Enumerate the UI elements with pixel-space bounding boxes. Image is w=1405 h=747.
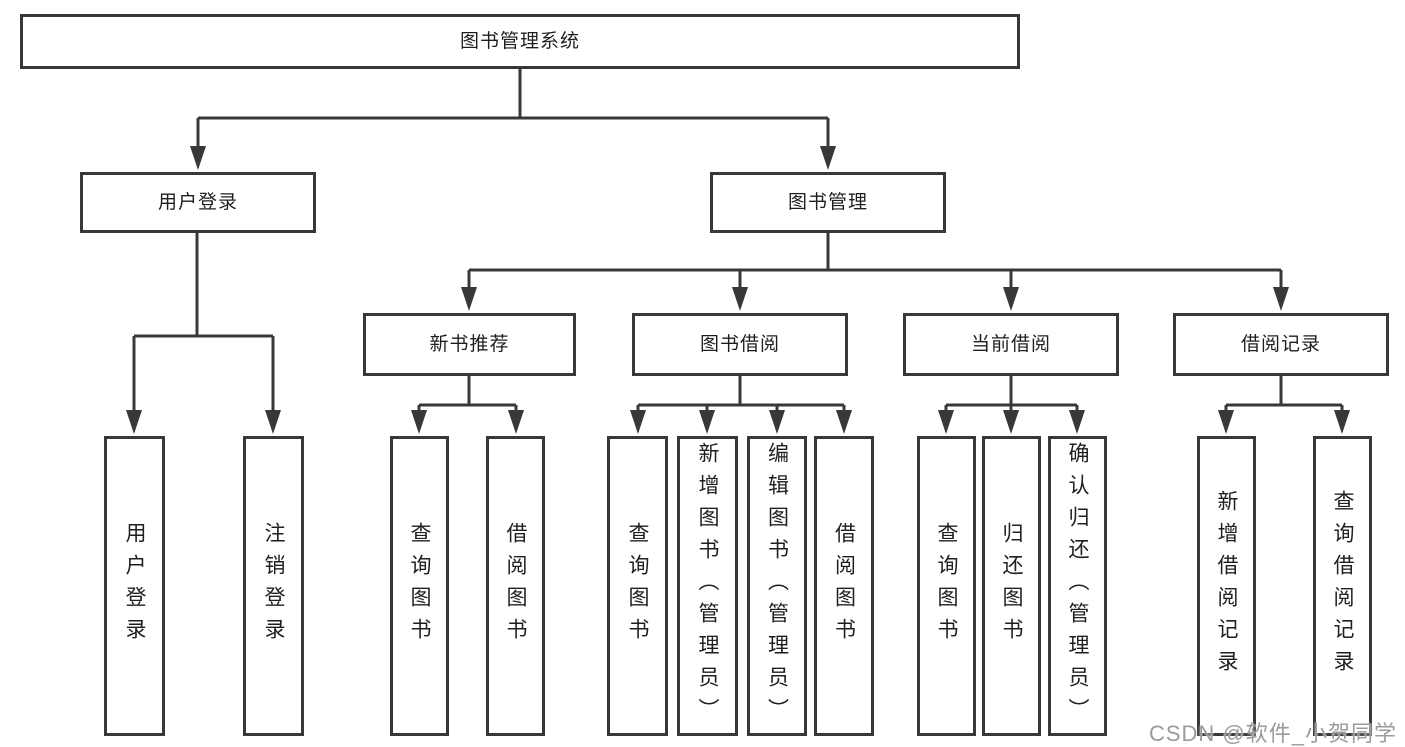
arrow-down-icon bbox=[820, 146, 836, 170]
leaf-return-book: 归还图书 bbox=[982, 436, 1041, 736]
leaf-query-books-borrow: 查询图书 bbox=[607, 436, 668, 736]
arrow-down-icon bbox=[1273, 287, 1289, 311]
arrow-down-icon bbox=[732, 287, 748, 311]
node-user-login: 用户登录 bbox=[80, 172, 316, 233]
leaf-confirm-return-admin: 确认归还（管理员） bbox=[1048, 436, 1107, 736]
leaf-edit-book-admin: 编辑图书（管理员） bbox=[747, 436, 807, 736]
leaf-query-books-recommend: 查询图书 bbox=[390, 436, 449, 736]
leaf-logout: 注销登录 bbox=[243, 436, 304, 736]
arrow-down-icon bbox=[769, 410, 785, 434]
leaf-query-borrow-record: 查询借阅记录 bbox=[1313, 436, 1372, 736]
node-new-book-recommend: 新书推荐 bbox=[363, 313, 576, 376]
arrow-down-icon bbox=[630, 410, 646, 434]
tree-lines bbox=[132, 69, 1344, 412]
arrow-down-icon bbox=[836, 410, 852, 434]
arrow-down-icon bbox=[190, 146, 206, 170]
node-current-borrow: 当前借阅 bbox=[903, 313, 1119, 376]
node-book-borrow: 图书借阅 bbox=[632, 313, 848, 376]
arrow-down-icon bbox=[1003, 410, 1019, 434]
node-root: 图书管理系统 bbox=[20, 14, 1020, 69]
leaf-borrow-books-recommend: 借阅图书 bbox=[486, 436, 545, 736]
leaf-user-login: 用户登录 bbox=[104, 436, 165, 736]
leaf-borrow-books-borrow: 借阅图书 bbox=[814, 436, 874, 736]
csdn-watermark: CSDN @软件_小贺同学 bbox=[1148, 721, 1397, 746]
arrow-down-icon bbox=[508, 410, 524, 434]
node-book-management: 图书管理 bbox=[710, 172, 946, 233]
leaf-query-books-current: 查询图书 bbox=[917, 436, 976, 736]
arrow-down-icon bbox=[699, 410, 715, 434]
arrowheads bbox=[126, 146, 1350, 434]
arrow-down-icon bbox=[265, 410, 281, 434]
arrow-down-icon bbox=[126, 410, 142, 434]
arrow-down-icon bbox=[938, 410, 954, 434]
arrow-down-icon bbox=[1069, 410, 1085, 434]
leaf-add-book-admin: 新增图书（管理员） bbox=[677, 436, 738, 736]
arrow-down-icon bbox=[461, 287, 477, 311]
arrow-down-icon bbox=[1334, 410, 1350, 434]
node-borrow-records: 借阅记录 bbox=[1173, 313, 1389, 376]
leaf-add-borrow-record: 新增借阅记录 bbox=[1197, 436, 1256, 736]
arrow-down-icon bbox=[1218, 410, 1234, 434]
arrow-down-icon bbox=[411, 410, 427, 434]
arrow-down-icon bbox=[1003, 287, 1019, 311]
